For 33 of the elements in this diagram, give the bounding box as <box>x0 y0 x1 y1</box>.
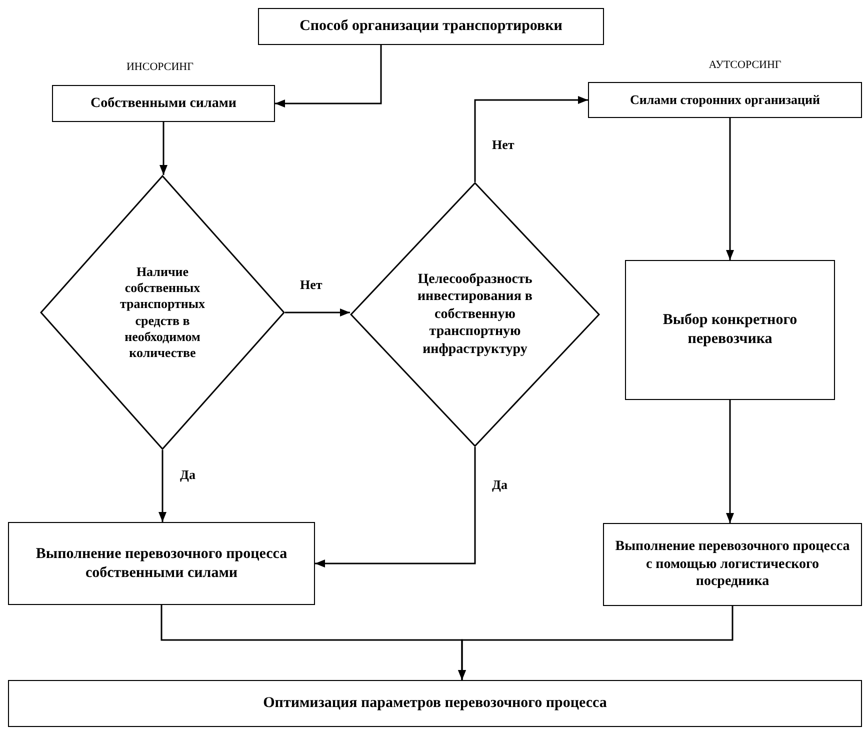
node-text: Выполнение перевозочного процесса с помощью логистического посредника <box>614 538 851 591</box>
arrow <box>285 308 350 316</box>
process-box <box>603 523 862 606</box>
process-box <box>588 82 862 118</box>
arrow <box>315 447 476 568</box>
node-text: Силами сторонних организаций <box>630 92 820 108</box>
arrow <box>726 400 734 523</box>
node-text: Выбор конкретного перевозчика <box>662 311 798 349</box>
arrow <box>158 450 166 522</box>
edge-label: Да <box>490 478 510 491</box>
edge-label: Нет <box>490 138 516 151</box>
decision-diamond <box>350 182 600 447</box>
process-box <box>8 680 862 727</box>
node-text: Выполнение перевозочного процесса собственными силами <box>34 544 288 582</box>
category-label: ИНСОРСИНГ <box>125 62 194 73</box>
process-box <box>258 8 604 45</box>
node-text: Собственными силами <box>90 94 236 112</box>
edge-label: Да <box>178 468 198 481</box>
category-label: АУТСОРСИНГ <box>708 60 782 71</box>
node-text: Целесообразность инвестирования в собственную транспортную инфраструктуру <box>416 270 534 358</box>
arrow <box>474 96 588 182</box>
node-text: Оптимизация параметров перевозочного процесса <box>263 694 607 713</box>
edge-label: Нет <box>298 278 324 291</box>
process-box <box>52 85 275 122</box>
arrow <box>458 606 734 680</box>
arrow <box>275 45 382 108</box>
arrow <box>726 118 734 260</box>
process-box <box>8 522 315 605</box>
decision-diamond <box>40 175 285 450</box>
process-box <box>625 260 835 400</box>
arrow <box>160 122 168 175</box>
node-text: Наличие собственных транспортных средств в необходимом количестве <box>118 264 206 362</box>
node-text: Способ организации транспортировки <box>300 17 562 36</box>
